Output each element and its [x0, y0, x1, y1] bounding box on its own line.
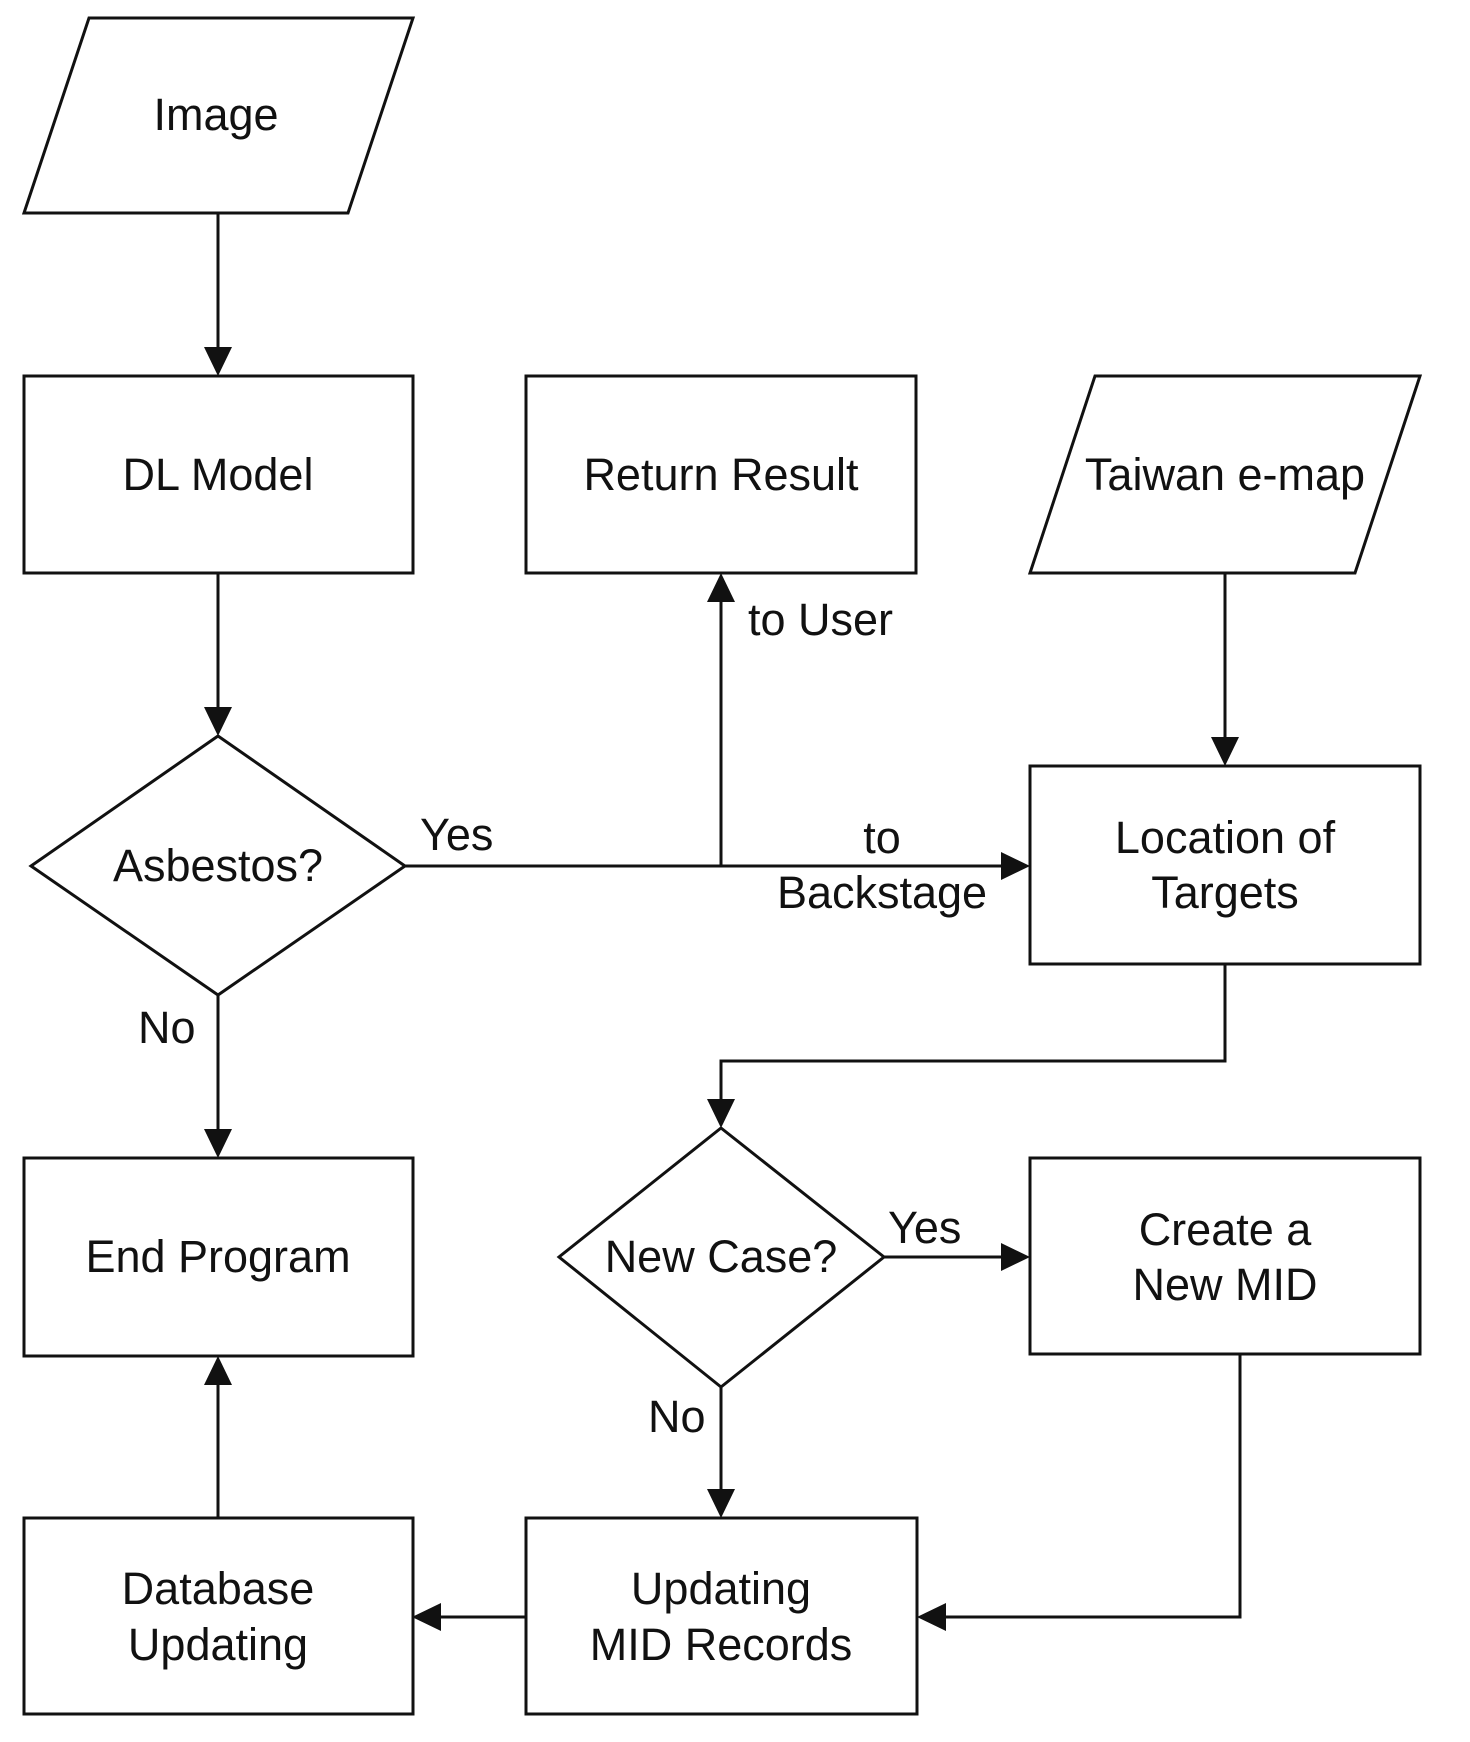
arrowhead	[1001, 852, 1030, 880]
process-box	[22, 1516, 415, 1716]
node-label: Return Result	[583, 449, 859, 500]
node-label: Taiwan e-map	[1085, 449, 1365, 500]
node-label-line-2: MID Records	[590, 1619, 853, 1670]
decision-diamond	[556, 1126, 887, 1389]
node-label: DL Model	[123, 449, 314, 500]
node-label-line-1: Location of	[1115, 812, 1336, 863]
edge-create-to-updating	[943, 1354, 1242, 1619]
arrowhead	[917, 1603, 946, 1631]
arrowhead	[204, 347, 232, 376]
edge-label-asbestos-yes: Yes	[420, 809, 493, 860]
edge-label-asbestos-no: No	[138, 1002, 196, 1053]
node-label-line-2: Targets	[1151, 867, 1299, 918]
process-box	[524, 1516, 919, 1716]
arrowhead	[412, 1603, 441, 1631]
arrowhead	[204, 707, 232, 736]
node-updating-mid-records: Updating MID Records	[524, 1516, 919, 1716]
edges	[204, 213, 1242, 1631]
edge-label-to-backstage-line-2: Backstage	[777, 867, 987, 918]
node-return-result: Return Result	[524, 374, 918, 575]
process-box	[22, 374, 415, 575]
node-create-new-mid: Create a New MID	[1028, 1156, 1422, 1356]
edge-label-newcase-no: No	[648, 1391, 706, 1442]
arrowhead	[1001, 1243, 1030, 1271]
node-image: Image	[21, 16, 416, 215]
node-label: Image	[153, 89, 278, 140]
node-dl-model: DL Model	[22, 374, 415, 575]
node-label: Asbestos?	[113, 840, 323, 891]
arrowhead	[707, 1489, 735, 1518]
arrowhead	[1211, 737, 1239, 766]
parallelogram-shape	[1027, 374, 1423, 575]
node-label-line-2: New MID	[1132, 1259, 1317, 1310]
process-box	[22, 1156, 415, 1358]
edge-location-to-new-case	[719, 964, 1227, 1102]
parallelogram-shape	[21, 16, 416, 215]
node-location-of-targets: Location of Targets	[1028, 764, 1422, 966]
node-end-program: End Program	[22, 1156, 415, 1358]
arrowhead	[204, 1356, 232, 1385]
arrowhead	[204, 1129, 232, 1158]
edge-labels: Yes No to User to Backstage Yes No	[138, 594, 987, 1442]
node-taiwan-emap: Taiwan e-map	[1027, 374, 1423, 575]
node-label-line-1: Database	[122, 1563, 315, 1614]
edge-label-newcase-yes: Yes	[888, 1202, 961, 1253]
decision-diamond	[28, 734, 408, 997]
node-label: End Program	[85, 1231, 350, 1282]
edge-label-to-user: to User	[748, 594, 893, 645]
node-label-line-2: Updating	[128, 1619, 308, 1670]
node-label: New Case?	[605, 1231, 838, 1282]
process-box	[1028, 764, 1422, 966]
process-box	[1028, 1156, 1422, 1356]
node-label-line-1: Updating	[631, 1563, 811, 1614]
node-label-line-1: Create a	[1139, 1204, 1313, 1255]
arrowhead	[707, 573, 735, 602]
arrowhead	[707, 1099, 735, 1128]
process-box	[524, 374, 918, 575]
edge-label-to-backstage-line-1: to	[863, 812, 901, 863]
node-asbestos: Asbestos?	[28, 734, 408, 997]
node-new-case: New Case?	[556, 1126, 887, 1389]
node-database-updating: Database Updating	[22, 1516, 415, 1716]
